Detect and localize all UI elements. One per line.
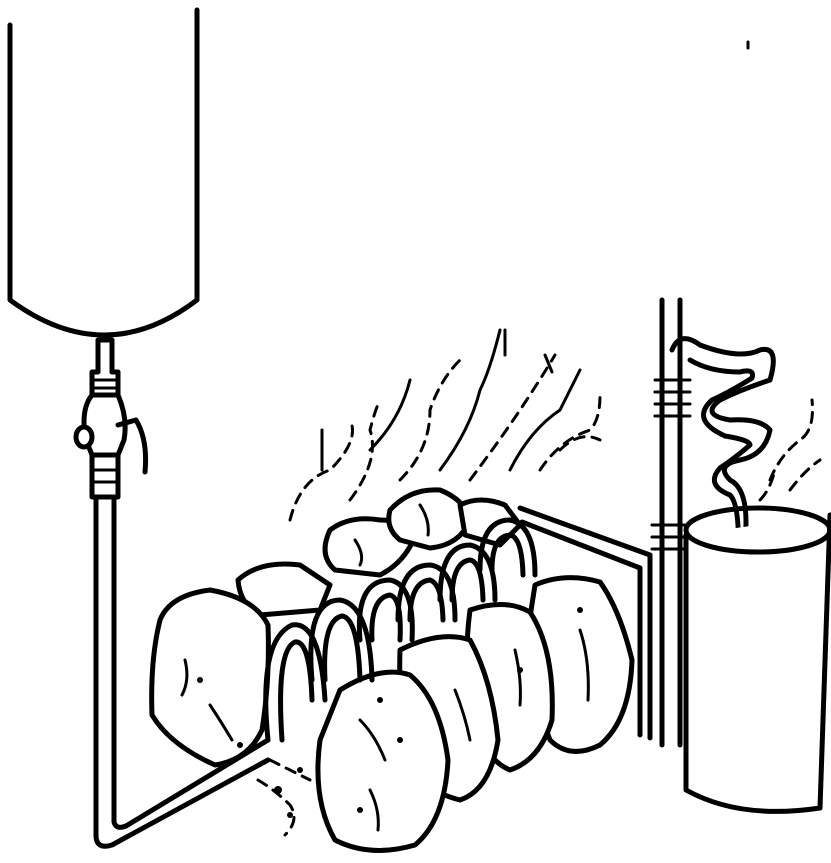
water-tank [10,10,197,335]
embers [258,760,310,835]
rock-fire-bed [152,490,632,851]
collection-bucket [686,400,830,811]
valve [76,340,146,497]
